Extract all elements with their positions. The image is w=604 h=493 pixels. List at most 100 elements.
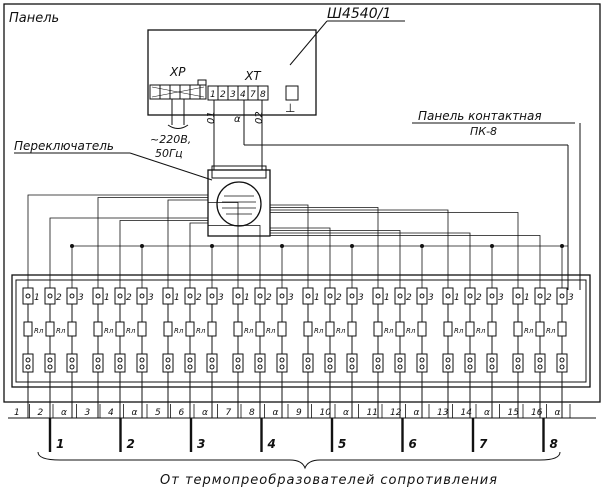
contact-pin [397, 364, 403, 370]
top-contact [92, 287, 104, 305]
top-contact [416, 287, 428, 305]
switch-fanout-wires [27, 194, 568, 288]
pin-label: 2 [476, 293, 482, 303]
contact-pin [165, 293, 171, 299]
contact-pin [117, 364, 123, 370]
line-resistor [465, 321, 475, 337]
resistor-label: Rл [196, 327, 206, 335]
contact-pin [257, 357, 263, 363]
contact-pin [515, 364, 521, 370]
contact-pin [279, 357, 285, 363]
channel-label-1: 1 [56, 437, 64, 451]
line-resistor [185, 321, 195, 337]
switch-contacts [222, 195, 256, 215]
contact-pin [187, 357, 193, 363]
line-resistor [67, 321, 77, 337]
pin-label: 2 [126, 293, 132, 303]
line-resistor [487, 321, 497, 337]
top-contact [254, 287, 266, 305]
terminal-label: 2 [38, 408, 44, 418]
contact-panel-model: ПК-8 [470, 125, 497, 138]
pin-label: 1 [34, 293, 40, 303]
contact-pin [397, 357, 403, 363]
contact-pin [445, 293, 451, 299]
line-resistor [535, 321, 545, 337]
supply-voltage: ~220В, [150, 133, 191, 146]
pin-label: 3 [568, 293, 574, 303]
contact-pin [235, 357, 241, 363]
line-resistor [347, 321, 357, 337]
contact-pin [559, 364, 565, 370]
contact-pin [95, 293, 101, 299]
line-resistor [163, 321, 173, 337]
device-label: Ш4540/1 [327, 6, 391, 22]
xt-terminal-3: 3 [230, 90, 236, 100]
contact-pin [467, 364, 473, 370]
top-contact [324, 287, 336, 305]
panel-label: Панель [9, 11, 59, 26]
contact-pin [327, 293, 333, 299]
contact-pin [25, 357, 31, 363]
channel-label-6: 6 [409, 437, 417, 451]
resistor-label: Rл [336, 327, 346, 335]
panel-frame [3, 3, 601, 403]
top-contact [394, 287, 406, 305]
xt-terminal-1: 1 [210, 90, 216, 100]
channel-label-7: 7 [479, 437, 488, 451]
terminal-label: 13 [437, 408, 449, 418]
terminal-label: α [61, 408, 67, 418]
supply-frequency: 50Гц [155, 147, 183, 160]
wire-label-alpha: α [234, 114, 241, 125]
contact-pin [187, 364, 193, 370]
device-label-leader [289, 20, 328, 66]
top-contact [22, 287, 34, 305]
line-resistor [557, 321, 567, 337]
top-contact [184, 287, 196, 305]
contact-panel-housing [11, 274, 591, 388]
pin-label: 2 [336, 293, 342, 303]
contact-pin [559, 357, 565, 363]
resistor-label: Rл [454, 327, 464, 335]
xt-terminal-8: 8 [260, 90, 266, 100]
xp-connector [149, 79, 207, 100]
resistor-label: Rл [34, 327, 44, 335]
line-resistor [23, 321, 33, 337]
contact-pin [165, 364, 171, 370]
footer-label: От термопреобразователей сопротивления [160, 473, 498, 488]
terminal-label: 11 [367, 408, 378, 418]
line-resistor [443, 321, 453, 337]
footer-brace [37, 451, 561, 470]
pin-label: 1 [314, 293, 320, 303]
contact-pin [47, 293, 53, 299]
contact-pin [257, 293, 263, 299]
top-contact [276, 287, 288, 305]
top-contact [44, 287, 56, 305]
top-contact [442, 287, 454, 305]
ground-icon: ⊥ [285, 101, 295, 115]
terminal-label: 5 [155, 408, 161, 418]
contact-pin [467, 357, 473, 363]
top-contact [136, 287, 148, 305]
terminal-label: α [343, 408, 349, 418]
xt-terminal-4: 4 [240, 90, 246, 100]
contact-pin [25, 364, 31, 370]
contact-pin [375, 293, 381, 299]
contact-pin [209, 357, 215, 363]
top-contact [206, 287, 218, 305]
terminal-label: α [484, 408, 490, 418]
line-resistor [137, 321, 147, 337]
terminal-label: α [414, 408, 420, 418]
contact-pin [537, 357, 543, 363]
terminal-label: 10 [320, 408, 332, 418]
switch-label: Переключатель [14, 139, 114, 153]
terminal-label: 4 [108, 408, 114, 418]
pin-label: 2 [56, 293, 62, 303]
wire-label-01: 01 [206, 111, 217, 124]
top-contact [66, 287, 78, 305]
line-resistor [255, 321, 265, 337]
switch-body [207, 169, 271, 237]
resistor-label: Rл [266, 327, 276, 335]
